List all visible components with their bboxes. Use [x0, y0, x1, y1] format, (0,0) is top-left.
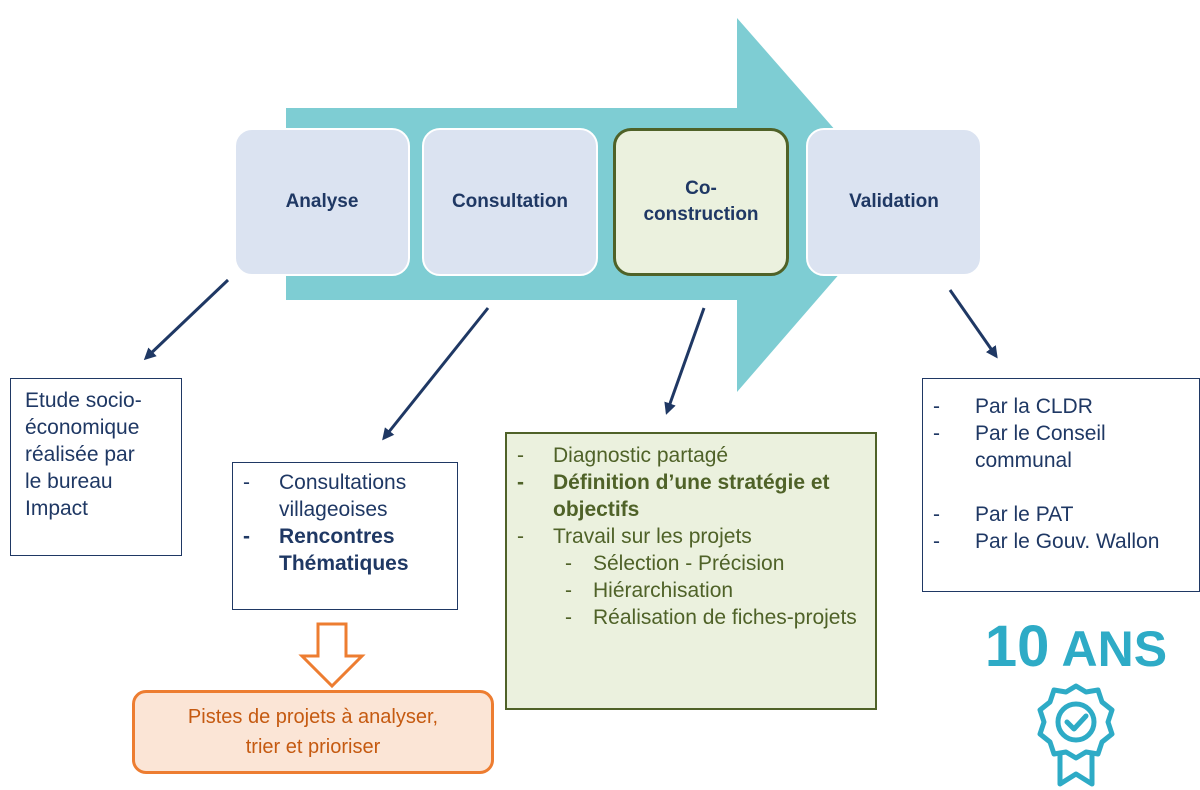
consultation-details-box: Consultations villageoisesRencontres Thé… [232, 462, 458, 610]
coconstruction-list-item: Définition d’une stratégie et objectifs [507, 469, 869, 523]
analyse-text-line: Impact [25, 497, 89, 520]
consultation-connector-arrow [382, 307, 490, 441]
consultation-list-item: Consultations villageoises [233, 469, 449, 523]
validation-connector-arrow [948, 289, 998, 359]
analyse-connector-arrow [143, 278, 230, 361]
analyse-text-line: économique [25, 416, 140, 439]
step-coconstruction: Co- construction [613, 128, 789, 276]
analyse-text-line: réalisée par [25, 443, 135, 466]
step-analyse: Analyse [234, 128, 410, 276]
coconstruction-list-item: Travail sur les projets [507, 523, 869, 550]
analyse-details-box: Etude socio-économique réalisée par le bur… [10, 378, 182, 556]
step-consultation: Consultation [422, 128, 598, 276]
validation-list-item: Par le Gouv. Wallon [923, 528, 1195, 555]
validation-list-item: Par la CLDR [923, 393, 1195, 420]
coconstruction-list-item: Diagnostic partagé [507, 442, 869, 469]
step-validation: Validation [806, 128, 982, 276]
coconstruction-list-item: Sélection - Précision [507, 550, 869, 577]
coconstruction-connector-arrow [664, 307, 706, 415]
coconstruction-details-box: Diagnostic partagéDéfinition d’une strat… [505, 432, 877, 710]
validation-list-item: Par le Conseil communal [923, 420, 1195, 474]
project-leads-box: Pistes de projets à analyser, trier et p… [132, 690, 494, 774]
badge-label: ANS [1061, 621, 1168, 677]
analyse-text-line: Etude socio- [25, 389, 142, 412]
coconstruction-list-item: Hiérarchisation [507, 577, 869, 604]
award-badge-icon [1037, 683, 1115, 787]
ten-years-badge: 10 ANS [960, 612, 1192, 787]
badge-number: 10 [984, 614, 1050, 679]
validation-details-box: Par la CLDRPar le Conseil communalPar le… [922, 378, 1200, 592]
validation-list-item: Par le PAT [923, 501, 1195, 528]
coconstruction-list-item: Réalisation de fiches-projets [507, 604, 869, 631]
analyse-text-line: le bureau [25, 470, 113, 493]
consultation-list-item: Rencontres Thématiques [233, 523, 449, 577]
down-arrow-icon [298, 622, 366, 689]
